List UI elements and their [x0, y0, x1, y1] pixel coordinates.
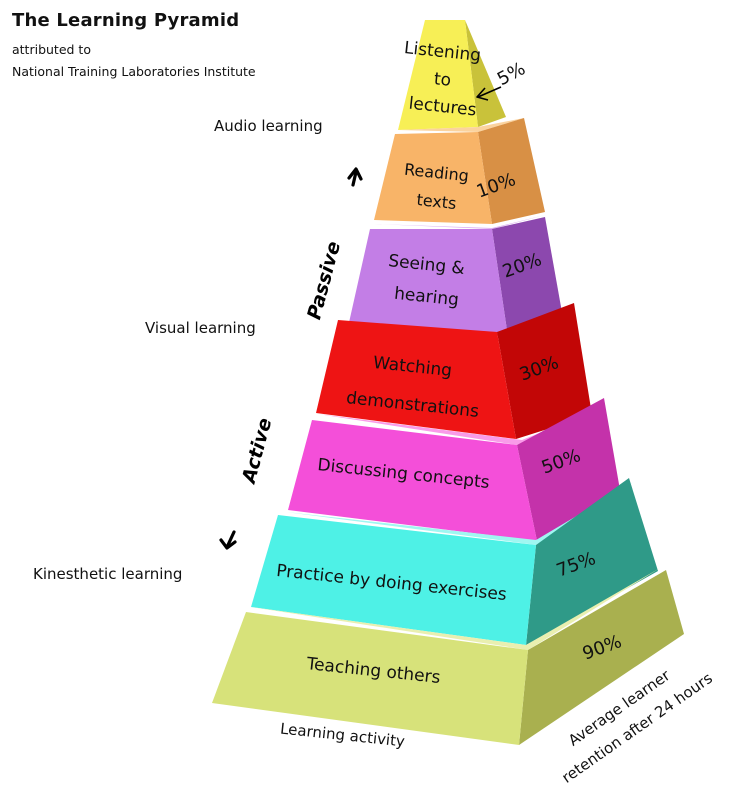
pointer-arrow-icon — [476, 86, 502, 101]
tier-front-face — [316, 320, 516, 439]
tier-side-face — [492, 217, 563, 337]
down-arrow-icon — [219, 530, 237, 550]
diagram-title: The Learning Pyramid — [12, 10, 240, 31]
tier-activity-label: to — [433, 69, 452, 91]
tier-activity-label: texts — [416, 190, 458, 213]
tier-side-face — [519, 570, 684, 745]
tier-top-face — [251, 568, 660, 650]
tier-side-face — [497, 303, 592, 439]
kinesthetic-learning-label: Kinesthetic learning — [33, 565, 183, 583]
tier-side-face — [526, 478, 658, 645]
tier-front-face — [398, 20, 478, 130]
attribution-line-1: attributed to — [12, 42, 91, 57]
tier-front-face — [348, 229, 508, 337]
tier-side-face — [465, 20, 506, 127]
tier-top-face — [374, 215, 545, 229]
audio-learning-label: Audio learning — [214, 117, 323, 135]
tier-front-face — [288, 420, 537, 541]
active-label: Active — [237, 415, 276, 487]
tier-front-face — [251, 515, 536, 645]
visual-learning-label: Visual learning — [145, 319, 256, 337]
attribution-line-2: National Training Laboratories Institute — [12, 64, 256, 79]
tier-retention-percent: 5% — [494, 58, 529, 90]
up-arrow-icon — [347, 167, 363, 187]
passive-label: Passive — [303, 239, 345, 322]
tier-top-face — [398, 118, 524, 132]
tier-side-face — [478, 118, 545, 224]
tier-front-face — [374, 132, 492, 224]
tier-front-face — [212, 612, 528, 745]
tier-top-face — [286, 482, 634, 545]
